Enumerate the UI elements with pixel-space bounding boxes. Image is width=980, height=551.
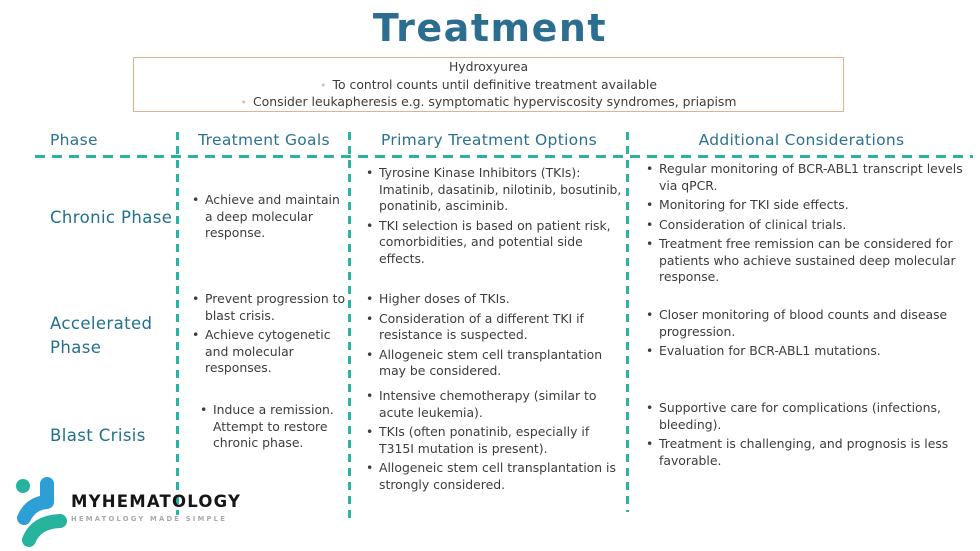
list-item: Tyrosine Kinase Inhibitors (TKIs): Imati…: [366, 165, 626, 215]
column-header-additional-considerations: Additional Considerations: [698, 131, 905, 149]
considerations-cell-chronic: Regular monitoring of BCR-ABL1 transcrip…: [628, 158, 975, 286]
list-item: Allogeneic stem cell transplantation is …: [366, 460, 626, 493]
header-divider-dashed-line: [35, 155, 973, 158]
column-divider-3: [626, 132, 629, 512]
list-item: Monitoring for TKI side effects.: [646, 197, 973, 214]
page-title: Treatment: [372, 6, 608, 50]
considerations-cell-accelerated: Closer monitoring of blood counts and di…: [628, 286, 975, 388]
myhematology-logo-icon: [16, 477, 67, 547]
list-item: TKIs (often ponatinib, especially if T31…: [366, 424, 626, 457]
column-divider-2: [348, 132, 351, 523]
phase-label-accelerated: Accelerated Phase: [50, 314, 153, 357]
column-divider-1: [176, 132, 179, 515]
list-item: Evaluation for BCR-ABL1 mutations.: [646, 343, 973, 360]
list-item: Supportive care for complications (infec…: [646, 400, 973, 433]
info-line-1: Hydroxyurea: [448, 59, 529, 75]
logo-tagline: HEMATOLOGY MADE SIMPLE: [71, 515, 228, 523]
options-cell-accelerated: Higher doses of TKIs. Consideration of a…: [350, 286, 628, 388]
info-line-2: To control counts until definitive treat…: [134, 76, 843, 94]
list-item: Consideration of a different TKI if resi…: [366, 311, 626, 344]
column-header-primary-treatment-options: Primary Treatment Options: [381, 131, 597, 149]
myhematology-logo: MYHEMATOLOGY HEMATOLOGY MADE SIMPLE: [10, 474, 310, 549]
considerations-cell-blast-crisis: Supportive care for complications (infec…: [628, 388, 975, 521]
list-item: Consideration of clinical trials.: [646, 217, 973, 234]
goals-cell-chronic: Achieve and maintain a deep molecular re…: [178, 158, 350, 286]
phase-label-blast-crisis: Blast Crisis: [50, 426, 146, 445]
hydroxyurea-info-box: Hydroxyurea To control counts until defi…: [133, 57, 844, 112]
list-item: Regular monitoring of BCR-ABL1 transcrip…: [646, 161, 973, 194]
list-item: Induce a remission. Attempt to restore c…: [200, 402, 346, 452]
goals-cell-accelerated: Prevent progression to blast crisis. Ach…: [178, 286, 350, 388]
list-item: Prevent progression to blast crisis.: [192, 291, 346, 324]
options-cell-chronic: Tyrosine Kinase Inhibitors (TKIs): Imati…: [350, 158, 628, 286]
list-item: Allogeneic stem cell transplantation may…: [366, 347, 626, 380]
info-line-3: Consider leukapheresis e.g. symptomatic …: [134, 93, 843, 111]
list-item: Treatment free remission can be consider…: [646, 236, 973, 286]
list-item: Closer monitoring of blood counts and di…: [646, 307, 973, 340]
phase-label-chronic: Chronic Phase: [50, 208, 173, 227]
column-header-treatment-goals: Treatment Goals: [198, 131, 330, 149]
logo-name: MYHEMATOLOGY: [71, 492, 242, 511]
list-item: Achieve cytogenetic and molecular respon…: [192, 327, 346, 377]
list-item: Treatment is challenging, and prognosis …: [646, 436, 973, 469]
list-item: TKI selection is based on patient risk, …: [366, 218, 626, 268]
list-item: Higher doses of TKIs.: [366, 291, 626, 308]
list-item: Intensive chemotherapy (similar to acute…: [366, 388, 626, 421]
treatment-table: Phase Treatment Goals Primary Treatment …: [35, 131, 975, 521]
column-header-phase: Phase: [50, 131, 98, 149]
list-item: Achieve and maintain a deep molecular re…: [192, 192, 346, 242]
options-cell-blast-crisis: Intensive chemotherapy (similar to acute…: [350, 388, 628, 521]
goals-cell-blast-crisis: Induce a remission. Attempt to restore c…: [178, 388, 350, 521]
